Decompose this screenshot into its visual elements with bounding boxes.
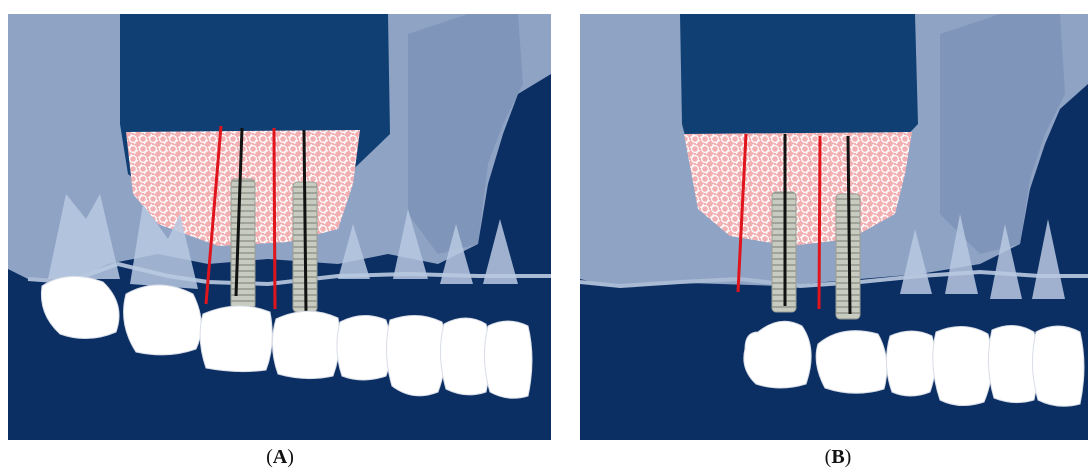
measure-black-line-2 xyxy=(304,130,306,312)
caption-a-close: ) xyxy=(287,446,294,468)
caption-a-open: ( xyxy=(266,446,273,468)
caption-a-letter: A xyxy=(273,446,287,468)
caption-a: (A) xyxy=(250,446,310,469)
panel-b-svg xyxy=(580,14,1088,440)
caption-b: (B) xyxy=(808,446,868,469)
caption-b-close: ) xyxy=(845,446,852,468)
caption-b-letter: B xyxy=(831,446,844,468)
measure-red-line-2 xyxy=(819,136,820,309)
panel-a-illustration xyxy=(8,14,551,440)
panel-a-svg xyxy=(8,14,551,440)
measure-red-line-2 xyxy=(274,128,275,309)
measure-black-line-2 xyxy=(848,136,850,314)
panel-b-illustration xyxy=(580,14,1088,440)
implant-1 xyxy=(231,179,255,309)
